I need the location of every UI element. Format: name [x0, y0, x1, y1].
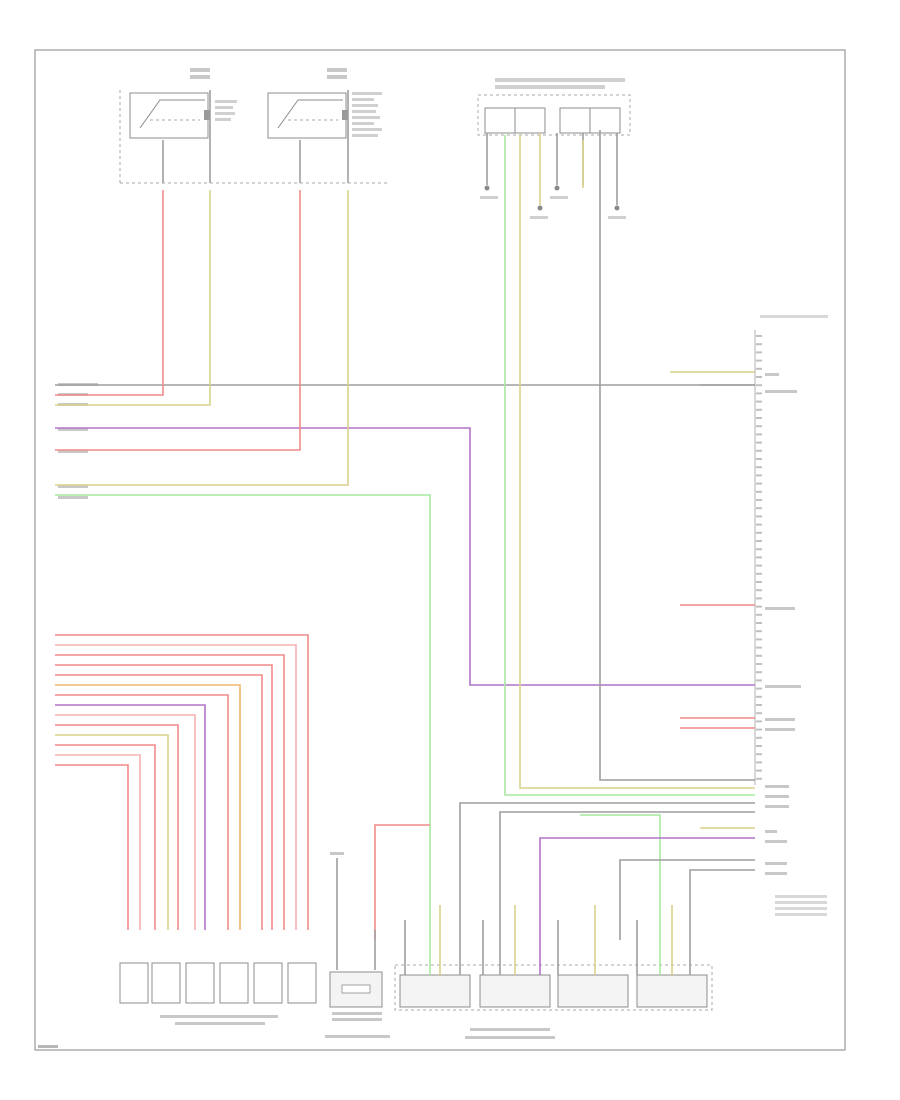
- connector-pin: [756, 408, 762, 411]
- connector-pin: [756, 466, 762, 469]
- bottom-module-1: [119, 962, 149, 1004]
- connector-pin: [756, 343, 762, 346]
- connector-pin: [756, 777, 762, 780]
- connector-pin: [756, 605, 762, 608]
- connector-pin: [756, 581, 762, 583]
- connector-pin: [756, 458, 762, 460]
- connector-pin: [756, 745, 762, 747]
- connector-pin: [756, 490, 762, 493]
- connector-pin: [756, 753, 762, 756]
- bottom-left-fanout: [55, 634, 309, 930]
- connector-pin: [756, 540, 762, 542]
- connector-pin: [756, 449, 762, 452]
- bottom-module-4: [219, 962, 249, 1004]
- connector-pin: [756, 736, 762, 739]
- bottom-center-module: [325, 852, 390, 1038]
- connector-pin: [756, 572, 762, 575]
- top-switch-group: [119, 68, 390, 184]
- connector-pin: [756, 564, 762, 567]
- bottom-module-5: [253, 962, 283, 1004]
- bottom-right-modules: [394, 905, 713, 1039]
- connector-pin: [756, 548, 762, 551]
- bottom-module-3: [185, 962, 215, 1004]
- connector-pin: [756, 622, 762, 624]
- connector-pin: [756, 769, 762, 772]
- connector-pin: [756, 695, 762, 698]
- connector-pin: [756, 400, 762, 403]
- connector-pin: [756, 597, 762, 600]
- top-module-socket-2: [514, 107, 546, 134]
- connector-pin: [756, 704, 762, 706]
- connector-pin: [756, 507, 762, 510]
- connector-pin: [756, 720, 762, 723]
- connector-pin: [756, 392, 762, 395]
- connector-pin: [756, 441, 762, 444]
- bottom-module-6: [287, 962, 317, 1004]
- connector-pin: [756, 671, 762, 674]
- connector-pin: [756, 646, 762, 649]
- diagram-frame: [34, 49, 846, 1051]
- connector-pin: [756, 531, 762, 534]
- connector-pin: [756, 589, 762, 592]
- connector-pin: [756, 638, 762, 641]
- left-harness: [55, 130, 755, 940]
- connector-pin: [756, 474, 762, 477]
- connector-pin: [756, 630, 762, 633]
- connector-pin: [756, 417, 762, 419]
- connector-pin: [756, 384, 762, 387]
- connector-pin: [756, 425, 762, 428]
- connector-pin: [756, 359, 762, 362]
- connector-pin: [756, 523, 762, 526]
- bottom-left-modules: [119, 962, 317, 1025]
- footer-code: [38, 1045, 58, 1048]
- connector-pin: [756, 679, 762, 682]
- module-a: [399, 974, 471, 1008]
- top-module: [477, 78, 631, 219]
- right-connector-strip: [754, 315, 828, 916]
- connector-pin: [756, 712, 762, 715]
- connector-pin: [756, 499, 762, 501]
- connector-pin: [756, 663, 762, 665]
- top-module-socket-4: [589, 107, 621, 134]
- connector-pin: [756, 556, 762, 559]
- connector-pin: [756, 335, 762, 337]
- bottom-module-2: [151, 962, 181, 1004]
- connector-pin: [756, 687, 762, 690]
- connector-pin: [756, 515, 762, 518]
- connector-pin: [756, 482, 762, 485]
- module-c: [557, 974, 629, 1008]
- connector-pin: [756, 613, 762, 616]
- top-module-socket-3: [559, 107, 591, 134]
- connector-pin: [756, 367, 762, 370]
- module-d: [636, 974, 708, 1008]
- connector-pin: [756, 376, 762, 378]
- connector-pin: [756, 728, 762, 731]
- connector-pin: [756, 433, 762, 436]
- top-module-socket-1: [484, 107, 516, 134]
- connector-pin: [756, 761, 762, 764]
- module-b: [479, 974, 551, 1008]
- connector-pin: [756, 351, 762, 354]
- connector-pin: [756, 654, 762, 657]
